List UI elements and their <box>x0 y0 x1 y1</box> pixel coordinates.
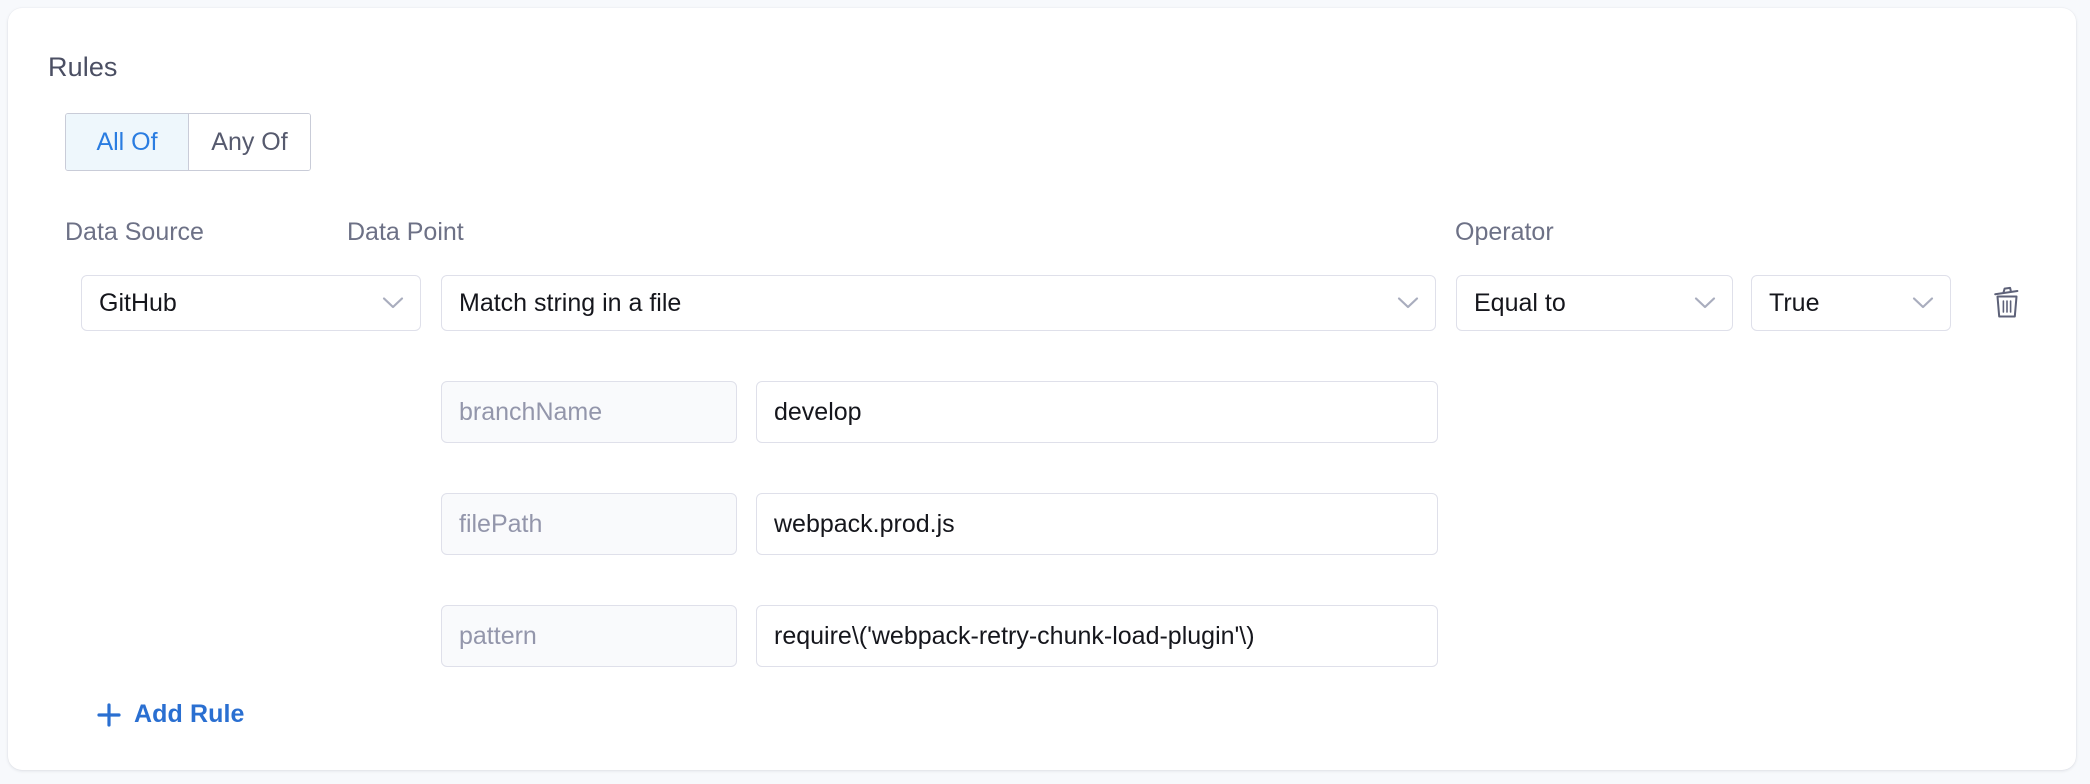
chevron-down-icon <box>1389 296 1427 310</box>
label-data-point: Data Point <box>347 218 464 246</box>
parameter-key-pattern: pattern <box>441 605 737 667</box>
trash-icon <box>1991 286 2023 323</box>
add-rule-button[interactable]: Add Rule <box>96 700 245 729</box>
operator-value: Equal to <box>1474 288 1566 317</box>
delete-rule-button[interactable] <box>1987 284 2027 324</box>
label-operator: Operator <box>1455 218 1554 246</box>
data-point-select[interactable]: Match string in a file <box>441 275 1436 331</box>
page-title: Rules <box>48 52 118 82</box>
match-mode-all-of[interactable]: All Of <box>66 114 188 170</box>
rules-card: Rules All Of Any Of Data Source Data Poi… <box>8 8 2076 770</box>
data-source-value: GitHub <box>99 288 177 317</box>
data-point-value: Match string in a file <box>459 288 682 317</box>
chevron-down-icon <box>1904 296 1942 310</box>
parameter-value-pattern[interactable]: require\('webpack-retry-chunk-load-plugi… <box>756 605 1438 667</box>
parameter-value-filepath[interactable]: webpack.prod.js <box>756 493 1438 555</box>
plus-icon <box>96 702 122 728</box>
add-rule-label: Add Rule <box>134 700 245 728</box>
operator-select[interactable]: Equal to <box>1456 275 1733 331</box>
parameter-key-branchname: branchName <box>441 381 737 443</box>
parameter-key-filepath: filePath <box>441 493 737 555</box>
boolean-value-select[interactable]: True <box>1751 275 1951 331</box>
chevron-down-icon <box>374 296 412 310</box>
match-mode-toggle[interactable]: All Of Any Of <box>65 113 311 171</box>
boolean-value: True <box>1769 288 1820 317</box>
parameter-value-branchname[interactable]: develop <box>756 381 1438 443</box>
chevron-down-icon <box>1686 296 1724 310</box>
match-mode-any-of[interactable]: Any Of <box>188 114 310 170</box>
data-source-select[interactable]: GitHub <box>81 275 421 331</box>
label-data-source: Data Source <box>65 218 204 246</box>
